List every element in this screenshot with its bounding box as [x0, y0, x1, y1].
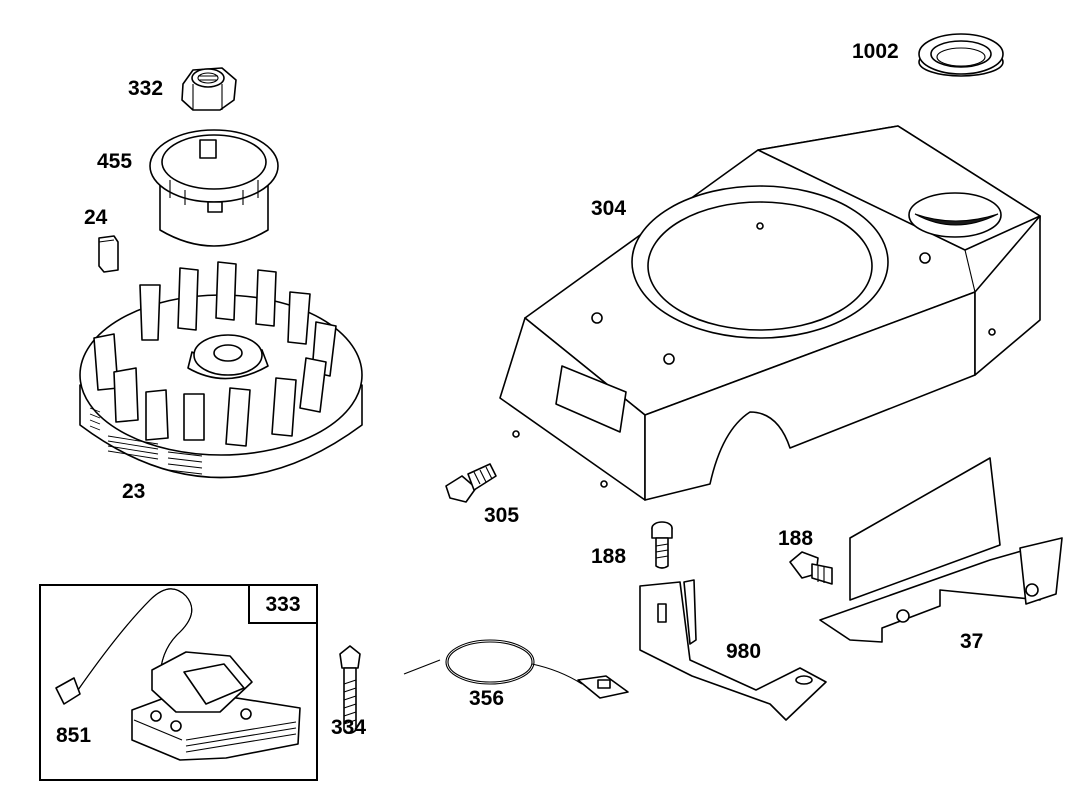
part-1002-grommet — [918, 33, 1004, 77]
label-455: 455 — [97, 150, 133, 173]
label-1002: 1002 — [852, 40, 899, 63]
label-37: 37 — [960, 630, 984, 653]
label-23: 23 — [122, 480, 146, 503]
label-304: 304 — [591, 197, 627, 220]
part-332-nut — [181, 67, 237, 111]
label-851: 851 — [56, 724, 92, 747]
kit-333-badge: 333 — [248, 584, 318, 624]
part-305-screw — [445, 463, 497, 503]
part-333-ignition-coil — [55, 588, 301, 761]
label-333: 333 — [265, 592, 301, 616]
part-455-flywheel-cup — [149, 129, 279, 247]
label-305: 305 — [484, 504, 520, 527]
part-304-blower-housing — [499, 125, 1041, 501]
label-24: 24 — [84, 206, 108, 229]
part-23-flywheel — [79, 261, 363, 479]
part-334-screw — [339, 645, 361, 734]
part-37-bracket — [819, 457, 1063, 643]
label-980: 980 — [726, 640, 762, 663]
part-980-bracket — [639, 579, 827, 721]
label-334: 334 — [331, 716, 367, 739]
part-356-ground-wire — [403, 639, 629, 699]
part-188-screw-a — [651, 521, 673, 569]
part-188-screw-b — [789, 551, 833, 585]
flywheel-fins — [93, 261, 337, 447]
flywheel-vent-hatching — [89, 407, 203, 475]
flywheel-hub — [187, 334, 269, 380]
label-332: 332 — [128, 77, 164, 100]
label-188-a: 188 — [591, 545, 627, 568]
label-188-b: 188 — [778, 527, 814, 550]
kit-333-box: 333 — [39, 584, 318, 781]
part-24-key — [98, 235, 119, 273]
label-356: 356 — [469, 687, 505, 710]
